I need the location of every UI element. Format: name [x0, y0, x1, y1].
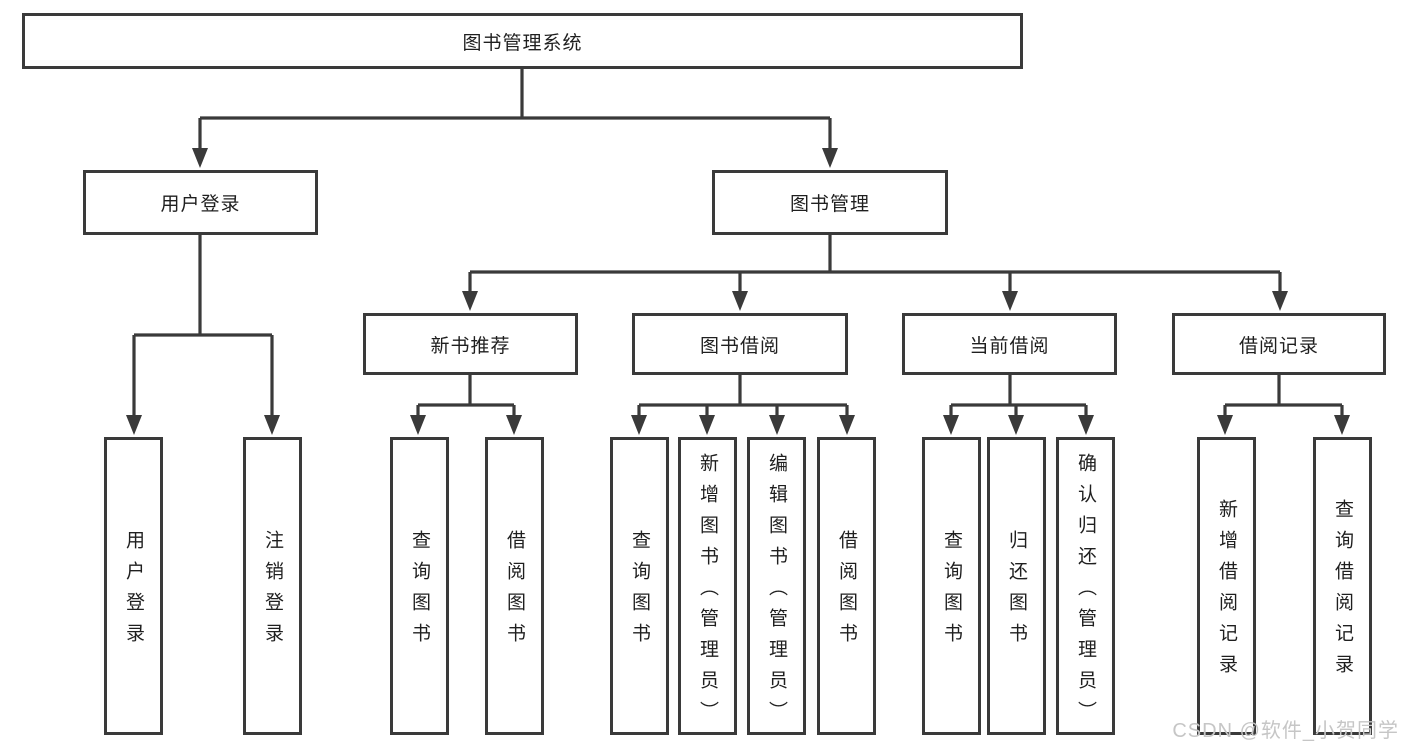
leaf-user-login: 用户登录 [104, 437, 163, 735]
node-new-book-recommend: 新书推荐 [363, 313, 578, 375]
leaf-borrow-books-recommend-label: 借阅图书 [504, 530, 525, 654]
leaf-confirm-return-admin-label: 确认归还（管理员） [1075, 452, 1096, 732]
leaf-query-borrow-record: 查询借阅记录 [1313, 437, 1372, 735]
leaf-query-books-recommend-label: 查询图书 [409, 530, 430, 654]
leaf-query-books-current: 查询图书 [922, 437, 981, 735]
leaf-query-books-current-label: 查询图书 [941, 530, 962, 654]
node-library-management-system: 图书管理系统 [22, 13, 1023, 69]
leaf-query-books-borrow: 查询图书 [610, 437, 669, 735]
node-book-borrow: 图书借阅 [632, 313, 848, 375]
leaf-edit-books-admin: 编辑图书（管理员） [747, 437, 806, 735]
node-user-login: 用户登录 [83, 170, 318, 235]
csdn-watermark: CSDN @软件_小贺同学 [1172, 720, 1399, 742]
leaf-add-books-admin: 新增图书（管理员） [678, 437, 737, 735]
leaf-logout-login: 注销登录 [243, 437, 302, 735]
leaf-borrow-books-label: 借阅图书 [836, 530, 857, 654]
leaf-add-books-admin-label: 新增图书（管理员） [697, 452, 718, 732]
node-borrow-records: 借阅记录 [1172, 313, 1386, 375]
leaf-return-books-label: 归还图书 [1006, 530, 1027, 654]
leaf-add-borrow-record-label: 新增借阅记录 [1216, 499, 1237, 685]
leaf-query-books-borrow-label: 查询图书 [629, 530, 650, 654]
node-book-management: 图书管理 [712, 170, 948, 235]
leaf-return-books: 归还图书 [987, 437, 1046, 735]
node-current-borrow: 当前借阅 [902, 313, 1117, 375]
leaf-query-borrow-record-label: 查询借阅记录 [1332, 499, 1353, 685]
leaf-logout-login-label: 注销登录 [262, 530, 283, 654]
leaf-edit-books-admin-label: 编辑图书（管理员） [766, 452, 787, 732]
leaf-borrow-books: 借阅图书 [817, 437, 876, 735]
arrowheads [126, 148, 1350, 435]
leaf-borrow-books-recommend: 借阅图书 [485, 437, 544, 735]
leaf-user-login-label: 用户登录 [123, 530, 144, 654]
leaf-add-borrow-record: 新增借阅记录 [1197, 437, 1256, 735]
leaf-confirm-return-admin: 确认归还（管理员） [1056, 437, 1115, 735]
leaf-query-books-recommend: 查询图书 [390, 437, 449, 735]
